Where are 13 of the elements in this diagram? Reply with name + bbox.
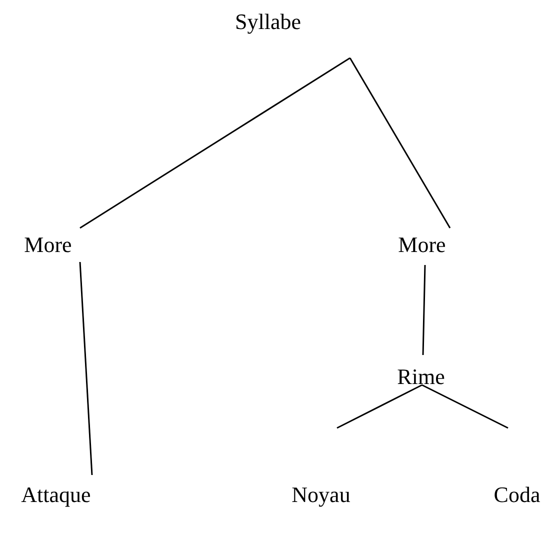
tree-node-label: Coda — [494, 484, 540, 506]
tree-branch-line — [79, 262, 93, 476]
tree-node-label: Noyau — [292, 484, 350, 506]
tree-node-label: Rime — [397, 366, 445, 388]
tree-node-label: Syllabe — [235, 11, 301, 33]
tree-node-label: Attaque — [21, 484, 91, 506]
tree-node-label: More — [398, 234, 446, 256]
tree-node-label: More — [24, 234, 72, 256]
tree-branch-line — [80, 57, 350, 229]
tree-branch-line — [349, 58, 451, 228]
tree-branch-line — [422, 264, 426, 356]
tree-branch-line — [422, 384, 508, 429]
tree-branch-line — [336, 384, 422, 429]
